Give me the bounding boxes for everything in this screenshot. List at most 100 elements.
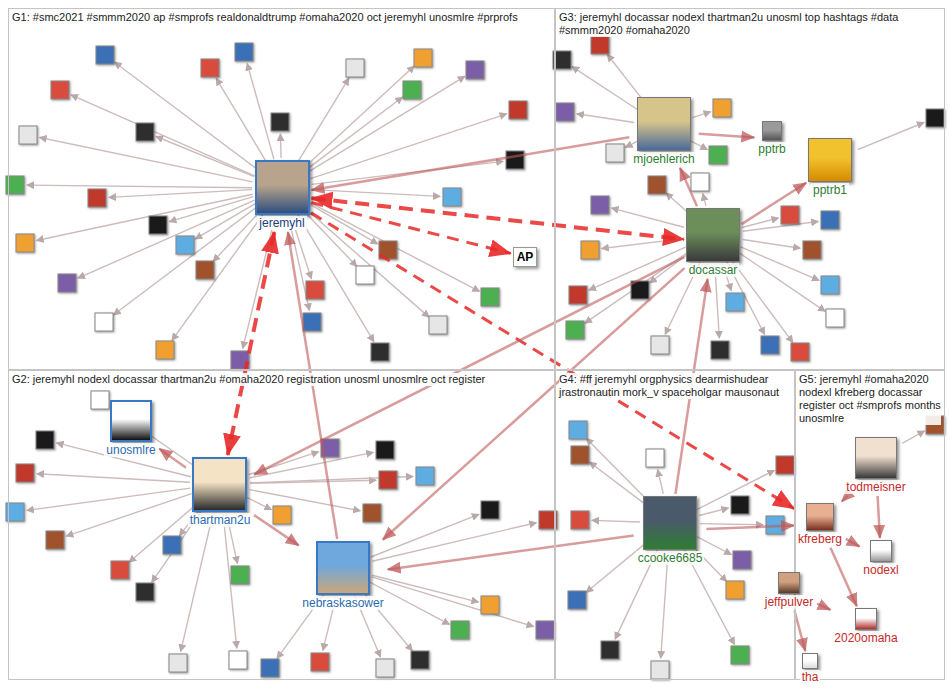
background-link [181, 513, 213, 651]
icon-thumbnail [201, 59, 219, 77]
network-vertex: jeffpulver [763, 572, 815, 609]
group-panel: G3: jeremyhl docassar nodexl thartman2u … [555, 8, 945, 370]
background-link [658, 470, 664, 494]
icon-thumbnail [235, 43, 253, 61]
network-edge [680, 168, 697, 206]
icon-thumbnail [571, 511, 589, 529]
icon-thumbnail [451, 621, 469, 639]
vertex-label: tha [800, 670, 821, 684]
icon-thumbnail [569, 421, 587, 439]
group-heading: G5: jeremyhl #omaha2020 nodexl kfreberg … [799, 373, 941, 425]
vertex-label: nodexl [861, 563, 900, 577]
network-vertex: tha [800, 653, 821, 684]
background-link [305, 208, 430, 317]
icon-thumbnail [58, 274, 76, 292]
icon-thumbnail [646, 449, 664, 467]
vertex-label: kfreberg [796, 532, 844, 546]
network-edge [311, 203, 510, 254]
background-link [216, 78, 266, 162]
icon-thumbnail [371, 343, 389, 361]
icon-thumbnail [726, 581, 744, 599]
icon-thumbnail [691, 173, 709, 191]
icon-thumbnail [821, 276, 839, 294]
icon-thumbnail [713, 99, 731, 117]
icon-thumbnail [356, 266, 374, 284]
icon-thumbnail [136, 583, 154, 601]
network-edge [388, 536, 634, 570]
icon-thumbnail [376, 441, 394, 459]
icon-thumbnail [506, 151, 524, 169]
icon-thumbnail [414, 49, 432, 67]
network-edge [795, 611, 806, 651]
icon-thumbnail [821, 211, 839, 229]
background-link [308, 203, 378, 244]
vertex-label: unosmlre [104, 443, 157, 457]
vertex-label: AP [517, 250, 534, 264]
icon-thumbnail [726, 293, 744, 311]
icon-thumbnail [481, 596, 499, 614]
background-link [612, 208, 684, 227]
background-link [700, 524, 763, 525]
icon-thumbnail [803, 241, 821, 259]
icon-thumbnail [261, 659, 279, 677]
background-link [572, 67, 639, 111]
network-edge [228, 232, 275, 455]
icon-thumbnail [581, 241, 599, 259]
background-link [156, 137, 254, 177]
background-link [577, 114, 634, 123]
network-edge [742, 183, 807, 224]
icon-thumbnail [481, 288, 499, 306]
background-link [691, 141, 708, 150]
icon-thumbnail [51, 81, 69, 99]
icon-thumbnail [271, 113, 289, 131]
network-vertex: unosmlre [104, 400, 157, 457]
vertex-label: jeffpulver [763, 595, 815, 609]
background-link [858, 123, 924, 150]
network-vertex: nodexl [861, 540, 900, 577]
group-panel: G2: jeremyhl nodexl docassar thartman2u … [8, 370, 555, 680]
background-link [78, 200, 255, 278]
vertex-label: docassar [687, 263, 740, 277]
network-edge [312, 137, 630, 190]
background-link [372, 575, 478, 602]
avatar-image [802, 653, 818, 669]
icon-thumbnail [606, 144, 624, 162]
avatar-image [870, 540, 892, 562]
network-vertex: pptrb1 [808, 138, 852, 197]
background-link [303, 210, 357, 267]
icon-thumbnail [36, 431, 54, 449]
vertex-label: thartman2u [188, 513, 253, 527]
background-link [699, 508, 728, 516]
icon-thumbnail [791, 343, 809, 361]
background-link [195, 203, 256, 239]
icon-thumbnail [781, 206, 799, 224]
network-vertex: thartman2u [188, 457, 253, 527]
background-link [247, 64, 274, 160]
group-panel: G4: #ff jeremyhl orgphysics dearmishudea… [555, 370, 795, 680]
avatar-image [808, 138, 852, 182]
icon-thumbnail [926, 109, 944, 127]
network-vertex: pptrb [756, 121, 787, 156]
background-link [586, 439, 649, 502]
avatar-image [806, 503, 834, 531]
group-heading: G1: #smc2021 #smmm2020 ap #smprofs reald… [12, 11, 518, 24]
icon-thumbnail [731, 496, 749, 514]
background-link [297, 214, 373, 342]
icon-thumbnail [379, 471, 397, 489]
vertex-label: nebraskasower [300, 596, 385, 610]
group-heading: G2: jeremyhl nodexl docassar thartman2u … [12, 373, 485, 386]
icon-thumbnail [196, 261, 214, 279]
avatar-image [110, 400, 152, 442]
network-edge [159, 449, 186, 468]
background-link [311, 114, 507, 179]
background-link [661, 553, 668, 658]
group-heading: G3: jeremyhl docassar nodexl thartman2u … [559, 11, 941, 37]
logo-vertex: AP [513, 247, 538, 267]
avatar-image [762, 121, 782, 141]
icon-thumbnail [16, 234, 34, 252]
icon-thumbnail [346, 59, 364, 77]
background-link [602, 239, 683, 249]
background-link [27, 488, 190, 510]
icon-thumbnail [169, 654, 187, 672]
